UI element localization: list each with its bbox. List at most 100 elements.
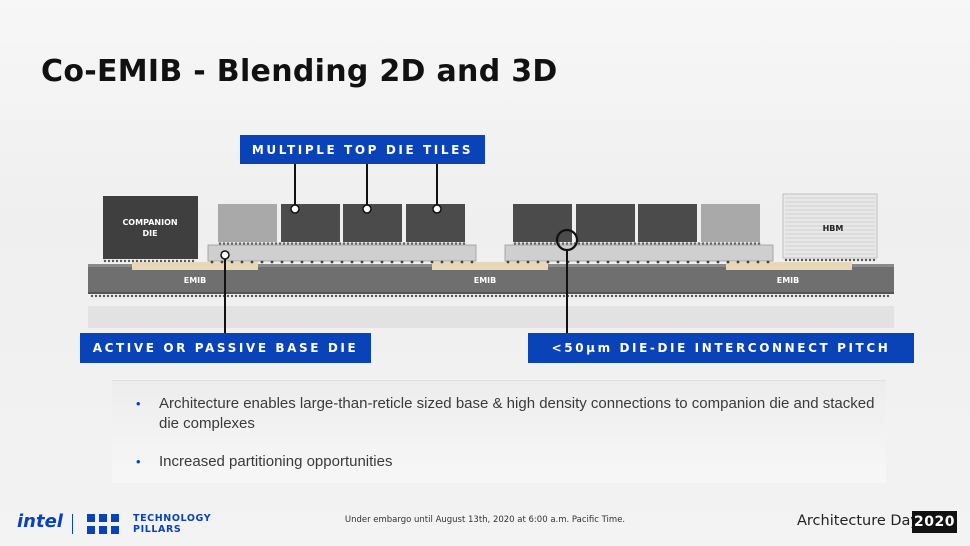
- bump: [782, 294, 786, 298]
- bump: [314, 294, 318, 298]
- bump: [454, 294, 458, 298]
- bump: [521, 242, 525, 245]
- bump: [816, 258, 820, 262]
- bump: [726, 260, 730, 264]
- bump: [696, 260, 700, 264]
- bump: [613, 242, 617, 245]
- bump: [490, 294, 494, 298]
- bump: [466, 294, 470, 298]
- bump: [258, 242, 262, 245]
- bump: [130, 294, 134, 298]
- bump: [394, 294, 398, 298]
- bump: [338, 242, 342, 245]
- bump: [850, 294, 854, 298]
- bump: [234, 294, 238, 298]
- bump: [390, 294, 394, 298]
- bullet-text-1: Architecture enables large-than-reticle …: [159, 395, 875, 432]
- bump: [636, 260, 640, 264]
- bump: [862, 294, 866, 298]
- bump: [737, 242, 741, 245]
- substrate-bottom-bumps: [90, 294, 890, 298]
- bump: [745, 242, 749, 245]
- bump: [187, 259, 191, 263]
- bump: [749, 242, 753, 245]
- bump: [750, 294, 754, 298]
- bump: [278, 242, 282, 245]
- bump: [597, 242, 601, 245]
- base-die-left: [207, 244, 477, 262]
- bump: [542, 294, 546, 298]
- bump: [390, 242, 394, 245]
- bump: [135, 259, 139, 263]
- bump: [458, 294, 462, 298]
- top-die-tile-6: [638, 204, 697, 242]
- bump: [274, 242, 278, 245]
- bump: [398, 294, 402, 298]
- bump: [382, 294, 386, 298]
- bump: [234, 242, 238, 245]
- bump: [390, 260, 394, 264]
- bump: [178, 294, 182, 298]
- top-callout-dot-2: [362, 204, 372, 214]
- companion-die-label-line2: DIE: [142, 229, 157, 238]
- bump: [553, 242, 557, 245]
- bump: [250, 260, 254, 264]
- bump: [434, 294, 438, 298]
- bump: [678, 294, 682, 298]
- bump: [430, 294, 434, 298]
- bump: [790, 294, 794, 298]
- bump: [609, 242, 613, 245]
- bump: [194, 294, 198, 298]
- bump: [274, 294, 278, 298]
- bump: [656, 260, 660, 264]
- bump: [510, 294, 514, 298]
- bump: [151, 259, 155, 263]
- bump: [868, 258, 872, 262]
- companion-die: [103, 196, 198, 259]
- bump: [306, 294, 310, 298]
- bump: [649, 242, 653, 245]
- bump: [784, 258, 788, 262]
- bump: [693, 242, 697, 245]
- bump: [529, 242, 533, 245]
- bump: [698, 294, 702, 298]
- bump: [362, 242, 366, 245]
- bump: [834, 294, 838, 298]
- bump: [342, 294, 346, 298]
- bump: [766, 294, 770, 298]
- bump: [685, 242, 689, 245]
- bump: [709, 242, 713, 245]
- bump: [756, 260, 760, 264]
- bump: [710, 294, 714, 298]
- bump: [378, 294, 382, 298]
- bump: [526, 294, 530, 298]
- bump: [382, 242, 386, 245]
- bump: [654, 294, 658, 298]
- bump: [262, 242, 266, 245]
- technology-pillars-icon: [87, 514, 119, 534]
- bump: [290, 260, 294, 264]
- bump: [158, 294, 162, 298]
- bump: [470, 294, 474, 298]
- bump: [762, 294, 766, 298]
- bump: [110, 294, 114, 298]
- bump: [406, 242, 410, 245]
- bump: [641, 242, 645, 245]
- bump: [346, 294, 350, 298]
- bump: [330, 242, 334, 245]
- bump: [162, 294, 166, 298]
- bump: [246, 242, 250, 245]
- bump: [629, 242, 633, 245]
- bump: [517, 242, 521, 245]
- bump: [796, 258, 800, 262]
- bump: [646, 294, 650, 298]
- bump: [98, 294, 102, 298]
- bump: [310, 242, 314, 245]
- bump: [150, 294, 154, 298]
- bump: [131, 259, 135, 263]
- bump: [298, 294, 302, 298]
- bump: [706, 260, 710, 264]
- bump: [370, 242, 374, 245]
- bump: [830, 294, 834, 298]
- bump: [593, 242, 597, 245]
